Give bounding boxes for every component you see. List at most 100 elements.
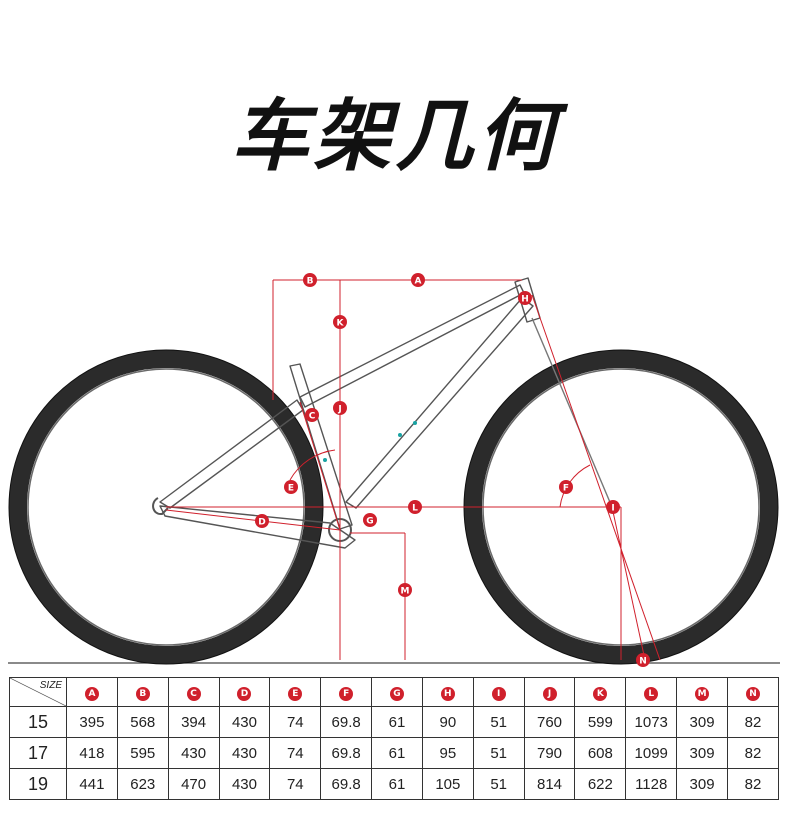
- frame-geometry-diagram: B A H K J C E D G L F I M N: [8, 273, 780, 667]
- header-badge: N: [745, 687, 760, 701]
- header-badge: B: [135, 687, 150, 701]
- header-col-I: I: [472, 677, 525, 707]
- label-D: D: [255, 514, 269, 528]
- svg-text:M: M: [401, 587, 410, 597]
- header-col-K: K: [574, 677, 627, 707]
- page-title: 车架几何: [230, 92, 559, 182]
- value-cell: 105: [421, 768, 474, 800]
- header-col-C: C: [167, 677, 220, 707]
- value-cell: 69.8: [320, 737, 373, 769]
- value-cell: 595: [116, 737, 169, 769]
- value-cell: 430: [167, 737, 220, 769]
- header-badge: G: [389, 687, 404, 701]
- value-cell: 51: [472, 706, 525, 738]
- value-cell: 95: [421, 737, 474, 769]
- value-cell: 90: [421, 706, 474, 738]
- cable-guides: [323, 421, 417, 462]
- header-col-A: A: [66, 677, 118, 707]
- header-badge: A: [84, 687, 99, 701]
- label-H: H: [518, 291, 532, 305]
- header-col-G: G: [371, 677, 423, 707]
- size-header: SIZE: [9, 677, 67, 707]
- value-cell: 309: [676, 768, 728, 800]
- svg-text:J: J: [337, 405, 341, 415]
- svg-text:G: G: [366, 517, 373, 527]
- size-cell: 15: [9, 706, 67, 738]
- svg-text:E: E: [288, 484, 294, 494]
- value-cell: 599: [574, 706, 627, 738]
- value-cell: 1128: [625, 768, 678, 800]
- header-col-M: M: [676, 677, 728, 707]
- value-cell: 430: [218, 737, 271, 769]
- value-cell: 51: [472, 737, 525, 769]
- label-L: L: [408, 500, 422, 514]
- label-M: M: [398, 583, 412, 597]
- svg-text:L: L: [412, 504, 418, 514]
- label-K: K: [333, 315, 347, 329]
- dimension-lines: [165, 279, 661, 661]
- header-badge: M: [695, 687, 710, 701]
- value-cell: 622: [574, 768, 627, 800]
- header-col-E: E: [269, 677, 322, 707]
- svg-text:D: D: [258, 518, 265, 528]
- label-J: J: [333, 401, 347, 415]
- header-col-L: L: [625, 677, 678, 707]
- value-cell: 470: [167, 768, 220, 800]
- svg-text:A: A: [415, 277, 422, 287]
- value-cell: 69.8: [320, 768, 373, 800]
- header-col-B: B: [116, 677, 169, 707]
- svg-text:K: K: [337, 319, 345, 329]
- header-badge: K: [593, 687, 608, 701]
- value-cell: 74: [269, 737, 322, 769]
- value-cell: 760: [523, 706, 576, 738]
- value-cell: 1099: [625, 737, 678, 769]
- label-F: F: [559, 480, 573, 494]
- value-cell: 82: [726, 768, 780, 800]
- value-cell: 82: [726, 737, 780, 769]
- value-cell: 790: [523, 737, 576, 769]
- size-cell: 17: [9, 737, 67, 769]
- label-G: G: [363, 513, 377, 527]
- geometry-table: SIZE A B C D E F G H I J K L M N 15 395 …: [9, 677, 780, 800]
- value-cell: 61: [371, 737, 423, 769]
- svg-text:I: I: [611, 504, 614, 514]
- value-cell: 623: [116, 768, 169, 800]
- value-cell: 309: [676, 706, 728, 738]
- size-cell: 19: [9, 768, 67, 800]
- header-col-H: H: [421, 677, 474, 707]
- value-cell: 430: [218, 768, 271, 800]
- value-cell: 309: [676, 737, 728, 769]
- table-header-row: SIZE A B C D E F G H I J K L M N: [9, 677, 780, 707]
- svg-text:N: N: [639, 657, 647, 667]
- svg-text:B: B: [307, 277, 314, 287]
- value-cell: 608: [574, 737, 627, 769]
- value-cell: 814: [523, 768, 576, 800]
- value-cell: 74: [269, 768, 322, 800]
- value-cell: 74: [269, 706, 322, 738]
- label-N: N: [636, 653, 650, 667]
- header-badge: F: [339, 687, 354, 701]
- value-cell: 441: [66, 768, 118, 800]
- table-row: 17 418 595 430 430 74 69.8 61 95 51 790 …: [9, 737, 780, 769]
- value-cell: 69.8: [320, 706, 373, 738]
- value-cell: 61: [371, 706, 423, 738]
- header-badge: J: [542, 687, 557, 701]
- value-cell: 82: [726, 706, 780, 738]
- header-badge: L: [644, 687, 659, 701]
- header-col-J: J: [523, 677, 576, 707]
- value-cell: 430: [218, 706, 271, 738]
- svg-text:F: F: [563, 484, 569, 494]
- table-row: 15 395 568 394 430 74 69.8 61 90 51 760 …: [9, 706, 780, 738]
- label-A: A: [411, 273, 425, 287]
- header-badge: I: [491, 687, 506, 701]
- header-col-D: D: [218, 677, 271, 707]
- value-cell: 395: [66, 706, 118, 738]
- value-cell: 1073: [625, 706, 678, 738]
- label-C: C: [305, 408, 319, 422]
- svg-text:H: H: [521, 295, 529, 305]
- header-badge: C: [186, 687, 201, 701]
- header-col-F: F: [320, 677, 373, 707]
- value-cell: 394: [167, 706, 220, 738]
- value-cell: 51: [472, 768, 525, 800]
- header-badge: D: [237, 687, 252, 701]
